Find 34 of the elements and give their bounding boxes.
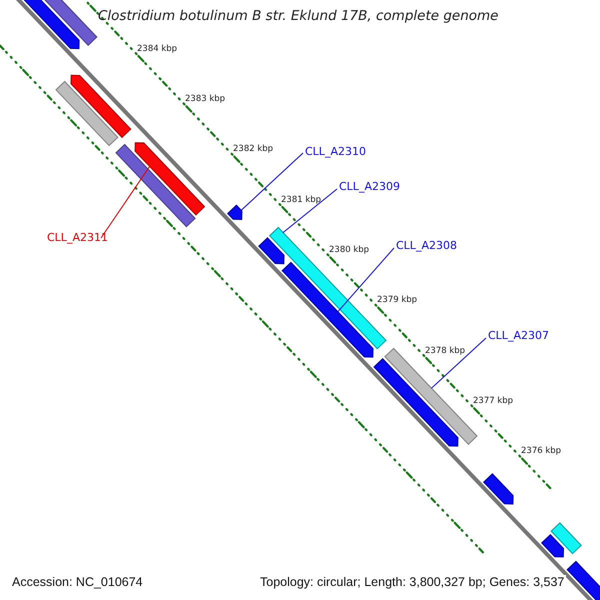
gene-feature (227, 204, 242, 220)
tick-label: 2377 kbp (473, 397, 514, 406)
gene-label: CLL_A2307 (488, 330, 549, 341)
tick-label: 2380 kbp (329, 246, 370, 254)
gene-bar (115, 144, 196, 228)
leader-line (240, 152, 304, 211)
tick-label: 2384 kbp (137, 45, 178, 54)
gene-bar (55, 80, 118, 146)
gene-feature (541, 534, 564, 558)
leader-line (337, 248, 394, 312)
tick-label: 2383 kbp (185, 95, 226, 104)
tick-label: 2376 kbp (521, 447, 562, 456)
gene-feature (373, 358, 458, 447)
tick-label: 2378 kbp (425, 347, 466, 356)
tick-label: 2381 kbp (281, 196, 322, 204)
genome-summary-text: Topology: circular; Length: 3,800,327 bp; Genes: 3,537 (258, 575, 566, 590)
gene-feature (566, 560, 600, 600)
accession-text: Accession: NC_010674 (10, 575, 145, 590)
leader-line (100, 166, 150, 238)
leader-line (282, 188, 338, 234)
gene-label: CLL_A2309 (339, 181, 400, 192)
gene-feature (282, 262, 374, 358)
map-title: Clostridium botulinum B str. Eklund 17B, complete genome (98, 10, 498, 24)
tick-label: 2379 kbp (377, 296, 418, 304)
gene-feature (70, 74, 132, 138)
tick-label: 2382 kbp (233, 145, 274, 154)
gene-bar (550, 522, 582, 554)
gene-label: CLL_A2310 (305, 146, 366, 157)
gene-label: CLL_A2308 (396, 240, 457, 251)
gene-label: CLL_A2311 (47, 232, 108, 243)
gene-feature (134, 142, 206, 216)
gene-feature (483, 473, 514, 505)
leader-line (431, 338, 486, 389)
gene-feature (258, 237, 284, 264)
